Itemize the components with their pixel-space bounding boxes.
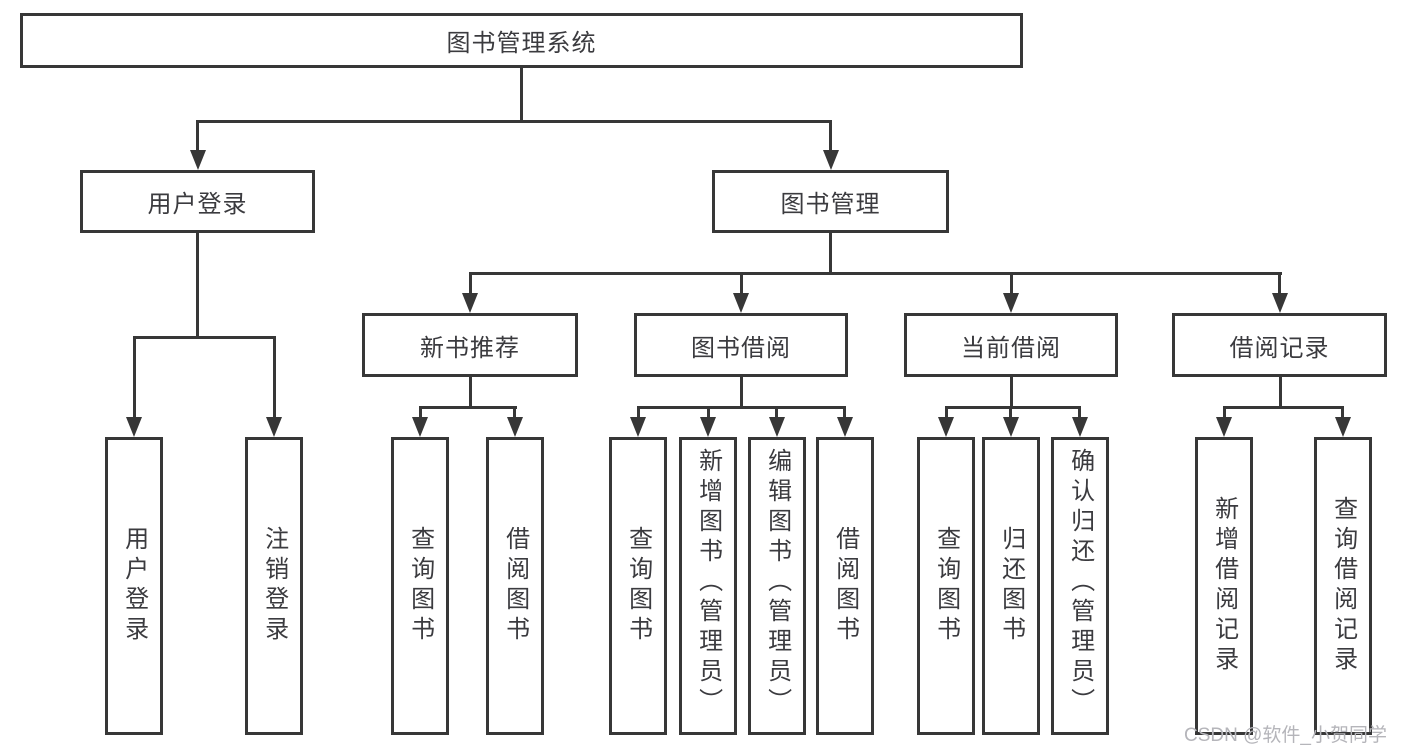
arrowhead-icon — [733, 293, 749, 313]
connector-line — [1010, 272, 1013, 295]
leaf-query-books-borrowing-label: 查询图书 — [624, 526, 652, 646]
leaf-user-login: 用户登录 — [105, 437, 163, 735]
leaf-user-login-label: 用户登录 — [120, 526, 148, 646]
leaf-confirm-return-admin: 确认归还（管理员） — [1051, 437, 1109, 735]
connector-line — [1341, 406, 1344, 420]
node-user-login: 用户登录 — [80, 170, 315, 233]
connector-line — [775, 406, 778, 420]
leaf-edit-books-admin: 编辑图书（管理员） — [748, 437, 806, 735]
connector-line — [829, 233, 832, 275]
leaf-query-books-recommend-label: 查询图书 — [406, 526, 434, 646]
arrowhead-icon — [1003, 293, 1019, 313]
arrowhead-icon — [700, 417, 716, 437]
arrowhead-icon — [190, 150, 206, 170]
csdn-watermark: CSDN @软件_小贺同学 — [1184, 725, 1387, 746]
leaf-query-books-current: 查询图书 — [917, 437, 975, 735]
connector-line — [1278, 272, 1281, 295]
connector-line — [273, 336, 276, 420]
connector-line — [520, 68, 523, 123]
arrowhead-icon — [630, 417, 646, 437]
arrowhead-icon — [266, 417, 282, 437]
leaf-logout-label: 注销登录 — [260, 526, 288, 646]
connector-line — [513, 406, 516, 420]
leaf-edit-books-admin-label: 编辑图书（管理员） — [763, 448, 791, 718]
node-borrowing-records: 借阅记录 — [1172, 313, 1387, 377]
leaf-borrow-books-recommend: 借阅图书 — [486, 437, 544, 735]
leaf-query-books-current-label: 查询图书 — [932, 526, 960, 646]
node-book-management: 图书管理 — [712, 170, 949, 233]
arrowhead-icon — [1272, 293, 1288, 313]
node-new-book-recommendation-label: 新书推荐 — [420, 334, 520, 362]
connector-line — [469, 272, 472, 295]
leaf-add-borrow-record-label: 新增借阅记录 — [1210, 496, 1238, 676]
connector-line — [1223, 406, 1226, 420]
arrowhead-icon — [1216, 417, 1232, 437]
node-current-borrowing-label: 当前借阅 — [961, 334, 1061, 362]
connector-line — [945, 406, 948, 420]
connector-line — [707, 406, 710, 420]
node-borrowing-records-label: 借阅记录 — [1229, 334, 1330, 362]
connector-line — [419, 406, 517, 409]
node-current-borrowing: 当前借阅 — [904, 313, 1118, 377]
leaf-return-books-label: 归还图书 — [997, 526, 1025, 646]
arrowhead-icon — [412, 417, 428, 437]
leaf-borrow-books-borrowing: 借阅图书 — [816, 437, 874, 735]
root-node-library-management-system: 图书管理系统 — [20, 13, 1023, 68]
connector-line — [196, 120, 832, 123]
connector-line — [1010, 377, 1013, 409]
arrowhead-icon — [837, 417, 853, 437]
connector-line — [133, 336, 136, 420]
leaf-add-books-admin: 新增图书（管理员） — [679, 437, 737, 735]
leaf-query-borrow-record: 查询借阅记录 — [1314, 437, 1372, 735]
connector-line — [1279, 377, 1282, 409]
arrowhead-icon — [769, 417, 785, 437]
arrowhead-icon — [1072, 417, 1088, 437]
leaf-add-borrow-record: 新增借阅记录 — [1195, 437, 1253, 735]
connector-line — [196, 120, 199, 152]
arrowhead-icon — [938, 417, 954, 437]
connector-line — [1009, 406, 1012, 420]
connector-line — [740, 377, 743, 409]
leaf-borrow-books-recommend-label: 借阅图书 — [501, 526, 529, 646]
connector-line — [469, 377, 472, 409]
leaf-return-books: 归还图书 — [982, 437, 1040, 735]
leaf-confirm-return-admin-label: 确认归还（管理员） — [1066, 448, 1094, 718]
connector-line — [945, 406, 1081, 409]
leaf-query-borrow-record-label: 查询借阅记录 — [1329, 496, 1357, 676]
arrowhead-icon — [1335, 417, 1351, 437]
leaf-query-books-recommend: 查询图书 — [391, 437, 449, 735]
connector-line — [1223, 406, 1344, 409]
connector-line — [419, 406, 422, 420]
node-book-borrowing-label: 图书借阅 — [691, 334, 791, 362]
leaf-add-books-admin-label: 新增图书（管理员） — [694, 448, 722, 718]
connector-line — [843, 406, 846, 420]
node-new-book-recommendation: 新书推荐 — [362, 313, 578, 377]
leaf-query-books-borrowing: 查询图书 — [609, 437, 667, 735]
connector-line — [1078, 406, 1081, 420]
connector-line — [637, 406, 640, 420]
arrowhead-icon — [126, 417, 142, 437]
node-user-login-label: 用户登录 — [147, 191, 248, 218]
connector-line — [196, 233, 199, 339]
arrowhead-icon — [507, 417, 523, 437]
arrowhead-icon — [823, 150, 839, 170]
connector-line — [133, 336, 276, 339]
node-book-management-label: 图书管理 — [780, 191, 881, 218]
connector-line — [637, 406, 846, 409]
connector-line — [469, 272, 1282, 275]
arrowhead-icon — [1003, 417, 1019, 437]
root-node-label: 图书管理系统 — [446, 30, 597, 57]
leaf-logout: 注销登录 — [245, 437, 303, 735]
arrowhead-icon — [462, 293, 478, 313]
connector-line — [829, 120, 832, 152]
node-book-borrowing: 图书借阅 — [634, 313, 848, 377]
leaf-borrow-books-borrowing-label: 借阅图书 — [831, 526, 859, 646]
connector-line — [740, 272, 743, 295]
